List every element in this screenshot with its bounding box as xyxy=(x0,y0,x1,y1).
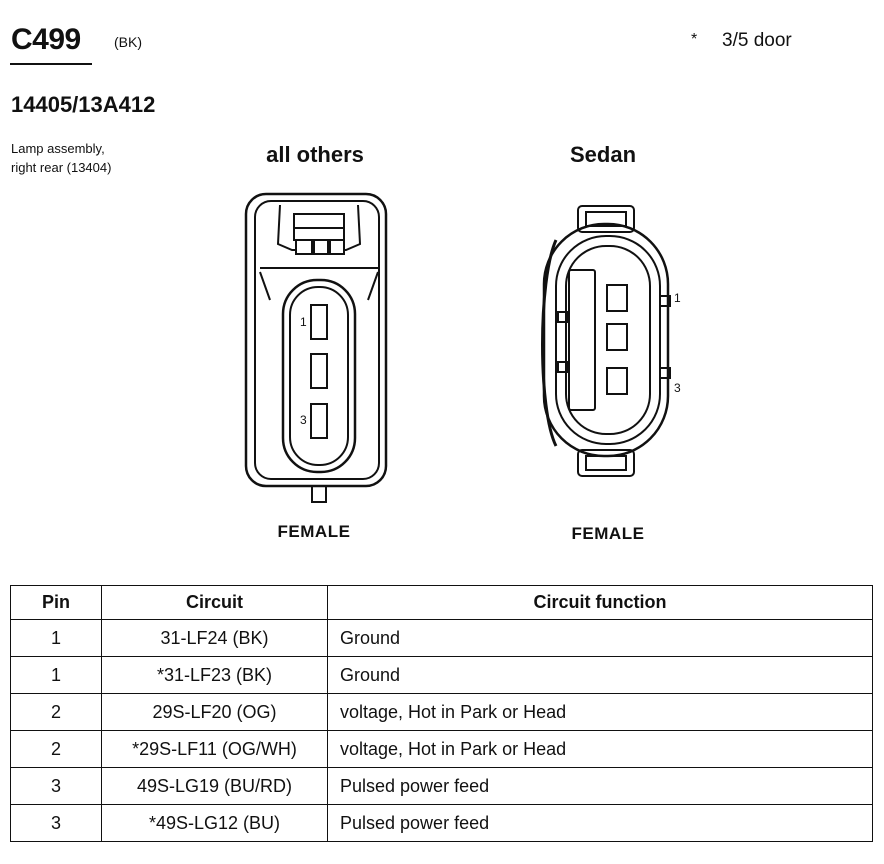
connector-id: C499 xyxy=(11,23,81,56)
connector-color: (BK) xyxy=(114,34,142,50)
note-text: 3/5 door xyxy=(722,30,792,51)
pin-cavity xyxy=(606,367,628,395)
pin-cavity xyxy=(606,323,628,351)
pin-label-3: 3 xyxy=(300,413,307,427)
cell-function: Pulsed power feed xyxy=(327,804,873,842)
connector-sedan xyxy=(541,205,671,477)
cell-pin: 3 xyxy=(10,767,102,805)
cell-pin: 2 xyxy=(10,693,102,731)
table-header-row: Pin Circuit Circuit function xyxy=(10,585,873,620)
table-row: 1 *31-LF23 (BK) Ground xyxy=(10,656,873,694)
cell-pin: 2 xyxy=(10,730,102,768)
header-circuit: Circuit xyxy=(101,585,328,620)
table-row: 1 31-LF24 (BK) Ground xyxy=(10,619,873,657)
cell-function: voltage, Hot in Park or Head xyxy=(327,693,873,731)
table-row: 3 49S-LG19 (BU/RD) Pulsed power feed xyxy=(10,767,873,805)
cell-circuit: *29S-LF11 (OG/WH) xyxy=(101,730,328,768)
view-label-all-others: all others xyxy=(266,142,364,167)
table-row: 2 29S-LF20 (OG) voltage, Hot in Park or … xyxy=(10,693,873,731)
view-label-sedan: Sedan xyxy=(569,142,637,167)
cell-function: Ground xyxy=(327,619,873,657)
cell-circuit: 29S-LF20 (OG) xyxy=(101,693,328,731)
cell-circuit: *49S-LG12 (BU) xyxy=(101,804,328,842)
cell-pin: 1 xyxy=(10,619,102,657)
pin-label-1: 1 xyxy=(674,291,681,305)
header-pin: Pin xyxy=(10,585,102,620)
cell-function: Pulsed power feed xyxy=(327,767,873,805)
part-number: 14405/13A412 xyxy=(11,92,156,117)
connector-all-others xyxy=(244,192,388,503)
cell-function: voltage, Hot in Park or Head xyxy=(327,730,873,768)
pin-cavity xyxy=(606,284,628,312)
table-row: 3 *49S-LG12 (BU) Pulsed power feed xyxy=(10,804,873,842)
component-description: Lamp assembly, right rear (13404) xyxy=(11,139,161,177)
pin-label-1: 1 xyxy=(300,315,307,329)
pin-table: Pin Circuit Circuit function 1 31-LF24 (… xyxy=(10,585,873,842)
cell-pin: 3 xyxy=(10,804,102,842)
pin-cavity xyxy=(310,403,328,439)
connector-id-underline xyxy=(10,63,92,65)
cell-circuit: 49S-LG19 (BU/RD) xyxy=(101,767,328,805)
pin-cavity xyxy=(310,304,328,340)
note-symbol: * xyxy=(691,31,698,48)
header-circuit-function: Circuit function xyxy=(327,585,873,620)
cell-function: Ground xyxy=(327,656,873,694)
component-line-2: right rear (13404) xyxy=(11,160,112,175)
cell-circuit: 31-LF24 (BK) xyxy=(101,619,328,657)
cell-circuit: *31-LF23 (BK) xyxy=(101,656,328,694)
pin-label-3: 3 xyxy=(674,381,681,395)
table-row: 2 *29S-LF11 (OG/WH) voltage, Hot in Park… xyxy=(10,730,873,768)
connector-drawings: 1 3 1 3 xyxy=(244,192,681,503)
pin-cavity xyxy=(310,353,328,389)
view-gender-all-others: FEMALE xyxy=(277,522,351,541)
view-gender-sedan: FEMALE xyxy=(571,524,645,543)
component-line-1: Lamp assembly, xyxy=(11,141,105,156)
cell-pin: 1 xyxy=(10,656,102,694)
